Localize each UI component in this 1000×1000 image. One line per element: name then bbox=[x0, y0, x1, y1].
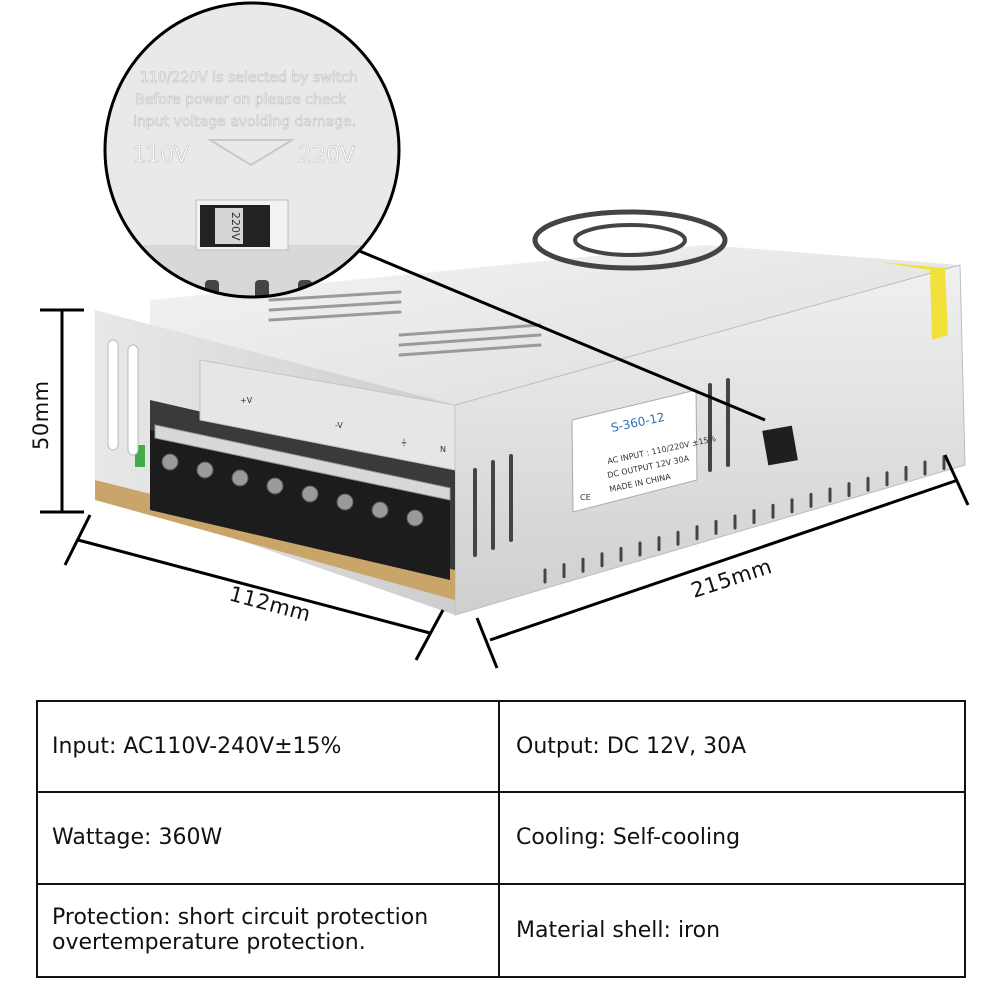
zoom-inset: 110/220V is selected by switch Before po… bbox=[103, 1, 401, 299]
spec-output: Output: DC 12V, 30A bbox=[500, 702, 964, 794]
terminal-mark-vminus: -V bbox=[335, 421, 343, 430]
power-supply-illustration: +V -V ⏚ N bbox=[29, 1, 970, 669]
spec-protection-line-2: overtemperature protection. bbox=[52, 930, 366, 956]
terminal-marks: +V -V ⏚ N bbox=[240, 396, 446, 454]
voltage-switch bbox=[762, 425, 798, 466]
zoom-warning-line-2: Before power on please check bbox=[135, 92, 347, 108]
zoom-switch-text: 220V bbox=[229, 212, 242, 241]
product-label: S-360-12 AC INPUT : 110/220V ±15% DC OUT… bbox=[571, 389, 717, 513]
dimension-length bbox=[475, 454, 970, 669]
terminal-mark-n: N bbox=[440, 445, 446, 454]
zoom-voltage-110: 110V bbox=[132, 143, 189, 168]
zoom-voltage-220: 220V bbox=[298, 143, 355, 168]
dimension-width bbox=[63, 514, 445, 661]
dimension-height bbox=[40, 308, 84, 514]
spec-input: Input: AC110V-240V±15% bbox=[38, 702, 500, 794]
spec-table: Input: AC110V-240V±15% Output: DC 12V, 3… bbox=[36, 700, 966, 978]
fan-grille bbox=[532, 209, 728, 271]
dimension-width-label: 112mm bbox=[227, 582, 314, 627]
dimension-length-label: 215mm bbox=[688, 554, 775, 603]
dimension-height-label: 50mm bbox=[29, 380, 53, 450]
spec-material: Material shell: iron bbox=[516, 917, 721, 943]
terminal-mark-ground: ⏚ bbox=[400, 438, 408, 447]
zoom-warning-line-3: input voltage avoiding damage. bbox=[133, 114, 356, 130]
callout-line bbox=[344, 243, 766, 422]
yellow-sticker bbox=[880, 262, 948, 340]
zoom-warning-line-1: 110/220V is selected by switch bbox=[140, 70, 358, 86]
terminal-block bbox=[150, 424, 451, 580]
case-top bbox=[150, 245, 960, 405]
spec-cooling: Cooling: Self-cooling bbox=[500, 793, 964, 885]
spec-protection-line-1: Protection: short circuit protection bbox=[52, 905, 429, 931]
ce-mark: CE bbox=[580, 493, 591, 502]
spec-protection: Protection: short circuit protection ove… bbox=[38, 884, 500, 976]
terminal-mark-vplus: +V bbox=[240, 396, 253, 405]
spec-wattage: Wattage: 360W bbox=[38, 793, 500, 885]
side-vents bbox=[473, 378, 730, 557]
